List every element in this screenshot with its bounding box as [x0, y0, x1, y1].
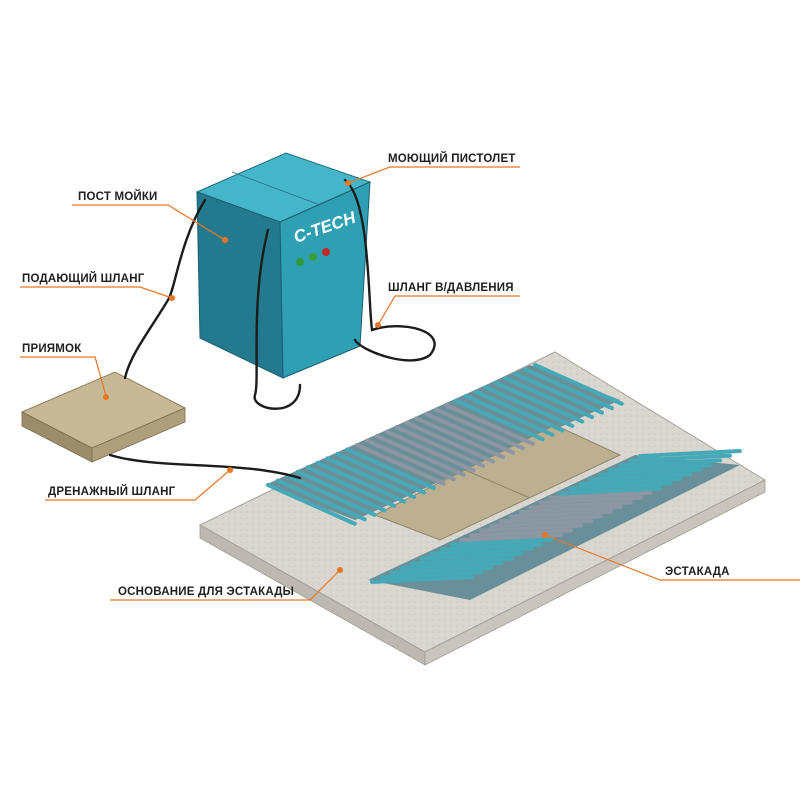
ramp-rail — [453, 398, 545, 442]
ramp-rail — [449, 537, 554, 547]
ramp-rail — [538, 495, 643, 505]
label-base: ОСНОВАНИЕ ДЛЯ ЭСТАКАДЫ — [118, 586, 295, 598]
ramp-rail — [578, 477, 683, 486]
ramp-rail — [528, 500, 633, 510]
ramp-rail — [295, 469, 387, 513]
ramp-rail — [355, 443, 446, 486]
ramp-rail — [345, 447, 436, 491]
ramp-rail — [608, 463, 713, 472]
hoses — [108, 178, 436, 480]
gun-cable — [253, 228, 302, 410]
indicator-lamp-green-icon — [296, 258, 304, 266]
ramp-rail — [598, 467, 703, 477]
ramp-rail — [523, 367, 614, 411]
label-sump: ПРИЯМОК — [22, 343, 82, 355]
ramp-rail — [533, 363, 624, 406]
ramp-rail — [434, 407, 525, 451]
label-supply-hose: ПОДАЮЩИЙ ШЛАНГ — [22, 273, 145, 285]
ramp-rail — [399, 561, 504, 570]
ramp-rail — [379, 570, 484, 580]
label-hp-hose: ШЛАНГ В/ДАВЛЕНИЯ — [388, 282, 514, 294]
ramp-rail — [315, 460, 407, 504]
ramp-rail — [409, 556, 514, 566]
indicator-lamp-green-icon — [309, 253, 317, 261]
overpass-ramp — [265, 363, 742, 600]
ramp-rail — [493, 380, 585, 424]
ramp-rail — [419, 551, 524, 561]
ramp-rail — [325, 456, 417, 500]
ramp-rail — [558, 486, 663, 496]
ramp-rail — [638, 449, 742, 458]
supply-hose — [123, 198, 207, 380]
ramp-rail — [499, 514, 603, 524]
ramp-rail — [568, 481, 673, 491]
ramp-rail — [479, 523, 584, 533]
ramp-rail — [518, 505, 623, 514]
ramp-rail — [275, 478, 367, 522]
wash-station-cabinet: C-TECH — [195, 152, 372, 379]
ramp-rails-left — [266, 363, 624, 526]
ramp-rail — [305, 465, 397, 508]
indicator-lamp-red-icon — [322, 248, 330, 256]
ramp-rail — [439, 542, 544, 552]
ramp-rail — [489, 519, 593, 528]
ramp-rail — [335, 451, 426, 495]
ramp-rail — [370, 575, 474, 584]
ramp-rail — [463, 394, 555, 437]
ramp-rail — [508, 509, 613, 519]
ramp-rail — [429, 547, 534, 556]
ramp-rail — [374, 434, 466, 477]
ramp-rail — [424, 411, 515, 455]
sump-box — [20, 371, 187, 463]
leader-lines — [20, 166, 800, 601]
ramp-rail — [414, 416, 506, 460]
ramp-rail — [394, 425, 486, 468]
ramp-rail — [404, 420, 496, 464]
ramp-rail — [618, 458, 723, 468]
label-wash-station: ПОСТ МОЙКИ — [78, 191, 158, 203]
ramp-rail — [285, 474, 377, 517]
ramp-rail — [483, 385, 575, 428]
ramp-rail — [444, 403, 535, 446]
drain-hose — [108, 453, 302, 480]
ramp-rail — [628, 453, 732, 463]
ramp-rail — [384, 429, 476, 473]
hp-hose — [343, 178, 436, 362]
ramp-rail — [364, 438, 456, 482]
ramp-rail — [548, 491, 653, 500]
ramp-rails-right — [370, 449, 742, 584]
ramp-rail — [389, 565, 494, 575]
ramp-rail — [588, 472, 693, 482]
anchor-dots — [169, 180, 548, 573]
ramp-rail — [503, 376, 595, 420]
label-overpass: ЭСТАКАДА — [665, 566, 730, 578]
label-drain-hose: ДРЕНАЖНЫЙ ШЛАНГ — [48, 486, 176, 498]
ramp-rail — [473, 389, 565, 433]
ramp-rail — [513, 371, 604, 415]
label-wash-gun: МОЮЩИЙ ПИСТОЛЕТ — [388, 153, 516, 165]
ramp-rail — [469, 528, 574, 538]
ramp-rail — [266, 483, 357, 526]
